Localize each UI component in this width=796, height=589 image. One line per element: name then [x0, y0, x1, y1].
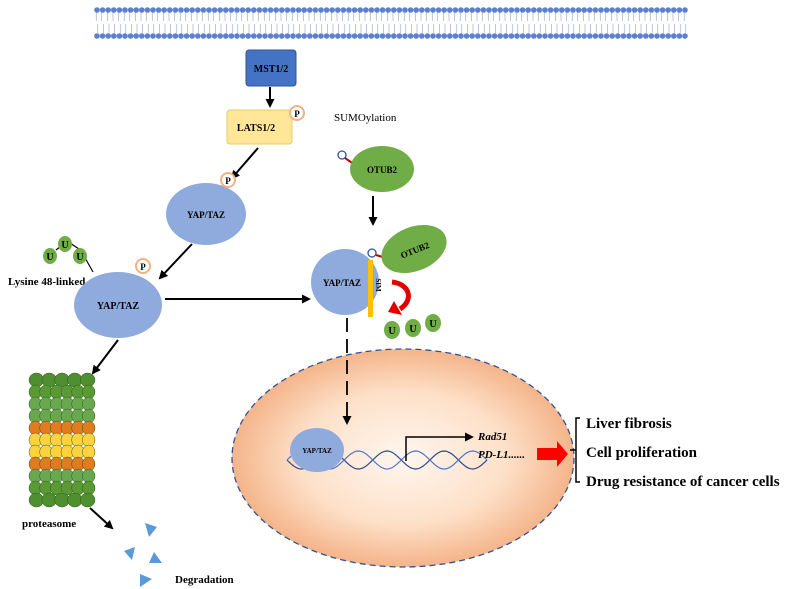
- released-ubiquitin-1-label: U: [388, 326, 395, 337]
- outcome-bracket: [570, 417, 580, 483]
- yap-taz-ubiquitinated-node: YAP/TAZ: [74, 272, 162, 338]
- yap-taz-ubiquitinated-label: YAP/TAZ: [97, 301, 140, 312]
- otub2-free-node: OTUB2: [350, 146, 414, 192]
- ubiquitin-3: U: [73, 248, 87, 264]
- yap-taz-complex-label: YAP/TAZ: [323, 278, 361, 288]
- outcome-liver-fibrosis: Liver fibrosis: [586, 416, 672, 432]
- lats1-2-node: LATS1/2: [226, 109, 293, 145]
- yap-taz-complex-node: YAP/TAZ: [311, 249, 379, 315]
- released-ubiquitin-2-label: U: [409, 324, 416, 335]
- arrow-to-proteasome: [91, 339, 119, 375]
- lysine-48-linked-label: Lysine 48-linked: [8, 276, 85, 288]
- sim-motif: SIM: [368, 260, 382, 317]
- transcription-arrow: [405, 432, 474, 461]
- phospho-marker-yap: P: [220, 172, 236, 188]
- ubiquitin-2: U: [58, 236, 72, 252]
- released-ubiquitins: U U U: [384, 314, 441, 339]
- yap-taz-phosphorylated-node: YAP/TAZ: [166, 183, 246, 245]
- lats1-2-label: LATS1/2: [237, 123, 275, 134]
- proteasome-icon: [28, 372, 96, 508]
- released-ubiquitin-1: U: [384, 321, 400, 339]
- proteasome-label: proteasome: [22, 518, 76, 530]
- target-gene-pd-l1: PD-L1......: [478, 449, 525, 461]
- phospho-marker-lats-label: P: [294, 109, 300, 119]
- otub2-bound-node: OTUB2: [381, 224, 447, 274]
- cell-membrane: [94, 7, 688, 39]
- outcome-cell-proliferation: Cell proliferation: [586, 445, 698, 461]
- yap-taz-nuclear-label: YAP/TAZ: [302, 447, 332, 455]
- released-ubiquitin-2: U: [405, 319, 421, 337]
- phospho-marker-lats: P: [289, 105, 305, 121]
- arrow-yap-to-ubiquitinated: [158, 243, 193, 280]
- arrow-lats-to-yap: [230, 147, 259, 180]
- ubiquitin-3-label: U: [76, 252, 83, 263]
- degradation-label: Degradation: [175, 574, 234, 586]
- arrow-proteasome-to-degradation: [89, 507, 114, 530]
- target-gene-rad51: Rad51: [477, 431, 507, 443]
- yap-taz-phosphorylated-label: YAP/TAZ: [187, 210, 225, 220]
- mst1-2-node: MST1/2: [245, 49, 297, 87]
- outcome-drug-resistance: Drug resistance of cancer cells: [586, 474, 780, 490]
- sumoylation-label: SUMOylation: [334, 112, 397, 124]
- phospho-marker-yap-2: P: [135, 258, 151, 274]
- otub2-free-label: OTUB2: [367, 165, 398, 175]
- yap-taz-nuclear-node: YAP/TAZ: [290, 428, 344, 472]
- released-ubiquitin-3: U: [425, 314, 441, 332]
- ubiquitin-1-label: U: [46, 252, 53, 263]
- mst1-2-label: MST1/2: [254, 64, 288, 75]
- deubiquitination-curved-arrow-icon: [388, 279, 411, 315]
- degradation-fragments-icon: [124, 523, 162, 587]
- ubiquitin-chain-k48: U U U: [43, 236, 94, 273]
- phospho-marker-yap-label: P: [225, 176, 231, 186]
- sim-motif-label: SIM: [374, 278, 382, 292]
- phospho-marker-yap-2-label: P: [140, 262, 146, 272]
- ubiquitin-2-label: U: [61, 240, 68, 251]
- released-ubiquitin-3-label: U: [429, 319, 436, 330]
- ubiquitin-1: U: [43, 248, 57, 264]
- outcome-red-arrow-icon: [537, 441, 568, 467]
